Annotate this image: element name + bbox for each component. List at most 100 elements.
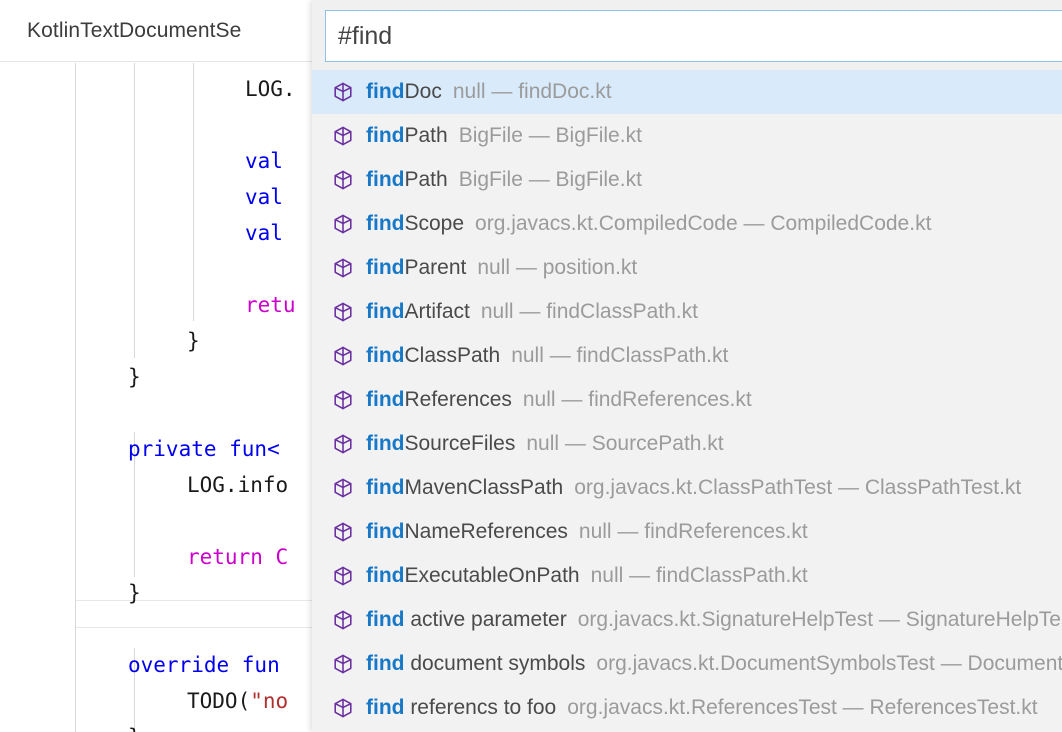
result-match-text: find — [366, 124, 405, 147]
symbol-cube-icon — [332, 125, 366, 147]
search-result-row[interactable]: find referencs to foo org.javacs.kt.Refer… — [312, 686, 1062, 730]
symbol-cube-icon — [332, 301, 366, 323]
result-detail-text: null — findReferences.kt — [578, 520, 808, 543]
code-line: override fun — [0, 647, 280, 683]
indent-guide — [134, 63, 135, 358]
result-name-text: Artifact — [404, 300, 470, 323]
symbol-cube-icon — [332, 653, 366, 675]
symbol-cube-icon — [332, 609, 366, 631]
symbol-cube-icon — [332, 477, 366, 499]
code-line: } — [0, 575, 141, 611]
result-name-text: References — [404, 388, 512, 411]
result-match-text: find — [366, 256, 405, 279]
code-token: "no — [250, 689, 289, 713]
symbol-cube-icon — [332, 169, 366, 191]
code-token: private fun< — [128, 437, 280, 461]
symbol-cube-icon — [332, 81, 366, 103]
result-match-text: find — [366, 300, 405, 323]
result-match-text: find — [366, 652, 405, 675]
code-token: TODO( — [187, 689, 251, 713]
code-token: } — [128, 581, 141, 605]
result-match-text: find — [366, 168, 405, 191]
result-name-text: ClassPath — [404, 344, 501, 367]
result-row-text: findArtifact null — findClassPath.kt — [366, 300, 698, 324]
code-line: } — [0, 359, 141, 395]
result-name-text: document symbols — [404, 652, 586, 675]
result-row-text: findNameReferences null — findReferences.… — [366, 520, 808, 544]
result-match-text: find — [366, 344, 405, 367]
result-detail-text: org.javacs.kt.SignatureHelpTest — Signat… — [577, 608, 1062, 631]
code-line: LOG. — [0, 71, 296, 107]
symbol-cube-icon — [332, 697, 366, 719]
result-row-text: findReferences null — findReferences.kt — [366, 388, 752, 412]
result-match-text: find — [366, 608, 405, 631]
result-match-text: find — [366, 476, 405, 499]
code-line: LOG.info — [0, 467, 288, 503]
result-name-text: MavenClassPath — [404, 476, 564, 499]
indent-guide — [134, 432, 135, 577]
search-result-row[interactable]: findReferences null — findReferences.kt — [312, 378, 1062, 422]
code-token: } — [128, 725, 141, 732]
symbol-cube-icon — [332, 565, 366, 587]
result-name-text: Scope — [404, 212, 465, 235]
result-match-text: find — [366, 696, 405, 719]
code-line: val — [0, 179, 296, 215]
code-line: } — [0, 719, 141, 732]
result-name-text: SourceFiles — [404, 432, 516, 455]
code-token: return C — [187, 545, 289, 569]
result-match-text: find — [366, 564, 405, 587]
result-match-text: find — [366, 432, 405, 455]
symbol-cube-icon — [332, 521, 366, 543]
indent-guide — [134, 648, 135, 732]
result-name-text: Path — [404, 168, 448, 191]
result-detail-text: null — findClassPath.kt — [590, 564, 808, 587]
search-result-row[interactable]: findNameReferences null — findReferences.… — [312, 510, 1062, 554]
code-token: LOG.info — [187, 473, 289, 497]
result-detail-text: org.javacs.kt.ReferencesTest — Reference… — [567, 696, 1038, 719]
code-line: retu — [0, 287, 296, 323]
code-token — [283, 185, 296, 209]
result-match-text: find — [366, 80, 405, 103]
indent-guide — [75, 63, 76, 732]
code-token: override fun — [128, 653, 280, 677]
search-result-row[interactable]: findClassPath null — findClassPath.kt — [312, 334, 1062, 378]
result-detail-text: org.javacs.kt.ClassPathTest — ClassPathT… — [574, 476, 1022, 499]
result-name-text: NameReferences — [404, 520, 568, 543]
code-token: } — [187, 329, 200, 353]
search-result-row[interactable]: findMavenClassPath org.javacs.kt.ClassPat… — [312, 466, 1062, 510]
search-input[interactable] — [325, 10, 1062, 62]
result-detail-text: null — findClassPath.kt — [480, 300, 698, 323]
symbol-cube-icon — [332, 213, 366, 235]
result-match-text: find — [366, 520, 405, 543]
code-token: val — [245, 149, 283, 173]
search-result-row[interactable]: findArtifact null — findClassPath.kt — [312, 290, 1062, 334]
result-match-text: find — [366, 388, 405, 411]
result-name-text: Parent — [404, 256, 467, 279]
result-row-text: findClassPath null — findClassPath.kt — [366, 344, 728, 368]
result-name-text: Doc — [404, 80, 442, 103]
result-detail-text: null — findClassPath.kt — [511, 344, 729, 367]
result-detail-text: null — findReferences.kt — [522, 388, 752, 411]
editor-tab-label[interactable]: KotlinTextDocumentSe — [27, 19, 242, 42]
result-name-text: referencs to foo — [404, 696, 557, 719]
symbol-cube-icon — [332, 345, 366, 367]
search-field-container — [312, 0, 1062, 70]
